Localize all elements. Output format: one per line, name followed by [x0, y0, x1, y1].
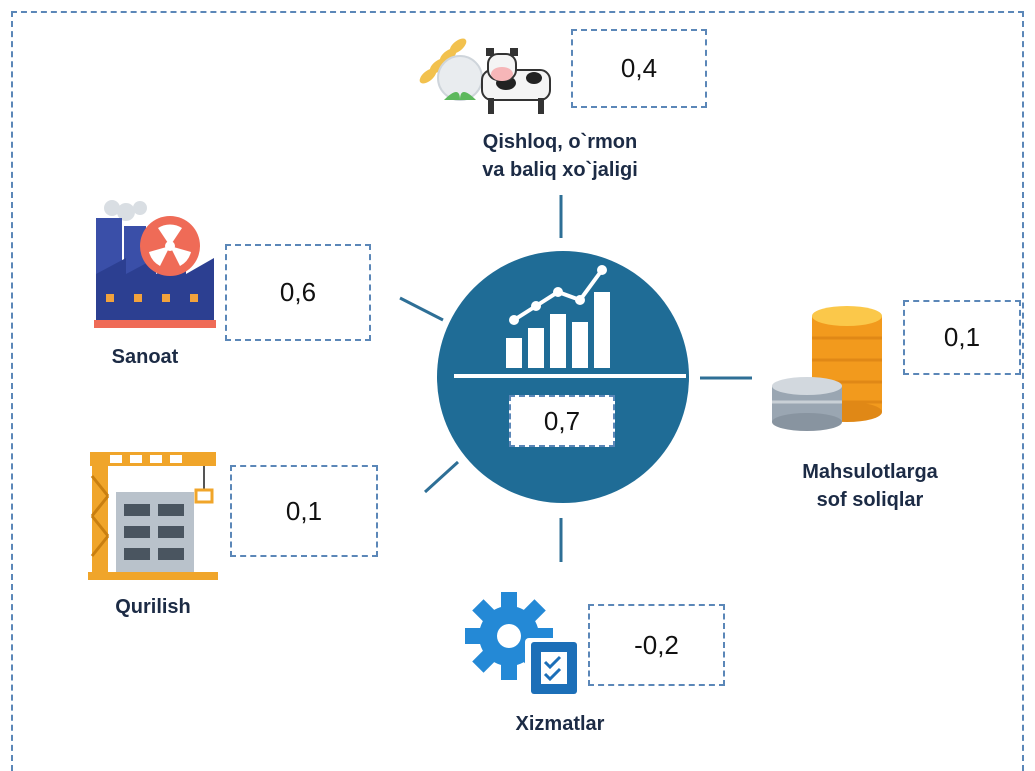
construction-value: 0,1 [285, 495, 323, 526]
center-value: 0,7 [543, 405, 581, 436]
services-label: Xizmatlar [515, 713, 605, 735]
industry-value-box: 0,6 [225, 244, 371, 341]
industry-value: 0,6 [279, 277, 317, 307]
center-chart-icon [437, 251, 689, 503]
industry-label: Sanoat [111, 346, 179, 368]
wheat-cotton-cow-icon [419, 38, 551, 114]
connector-construction [423, 460, 460, 494]
coins-stack-icon [772, 306, 882, 431]
taxes-value: 0,1 [943, 322, 981, 352]
gear-checklist-icon [465, 592, 577, 694]
services-value-box: -0,2 [588, 604, 725, 686]
agriculture-label: Qishloq, o`rmon va baliq xo`jaligi [482, 131, 638, 181]
connector-industry [399, 296, 444, 322]
center-value-box: 0,7 [509, 395, 615, 447]
services-value: -0,2 [634, 629, 679, 660]
factory-icon [94, 200, 216, 328]
taxes-value-box: 0,1 [903, 300, 1021, 375]
agriculture-value: 0,4 [620, 53, 658, 83]
construction-value-box: 0,1 [230, 465, 378, 557]
crane-building-icon [88, 452, 218, 580]
agriculture-value-box: 0,4 [571, 29, 707, 108]
diagram-frame [11, 11, 1024, 771]
construction-label: Qurilish [115, 596, 191, 618]
taxes-label: Mahsulotlarga sof soliqlar [802, 461, 938, 511]
